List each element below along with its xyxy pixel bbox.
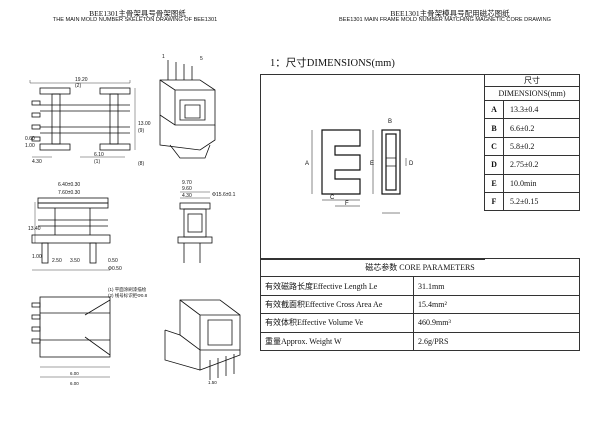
dim-label: (1)	[94, 159, 100, 165]
core-header: 磁芯参数 CORE PARAMETERS	[260, 257, 580, 278]
dim-label: 1.50	[208, 380, 217, 385]
core-param-value: 31.1mm	[413, 276, 580, 296]
dim-label: 1.00	[32, 254, 42, 260]
dim-value: 13.3±0.4	[503, 99, 580, 120]
drawing-label: C	[330, 195, 335, 201]
dim-label: 6.10	[94, 152, 104, 158]
skeleton-end-view: 9.70 9.60 4.30 Φ15.6±0.1	[177, 180, 236, 263]
dim-letter: C	[484, 136, 504, 157]
drawing-label: D	[409, 161, 414, 167]
dim-label: 3.50	[70, 258, 80, 264]
dim-value: 10.0min	[503, 173, 580, 193]
dim-header-cn: 尺寸	[484, 74, 580, 87]
dim-label: (9)	[138, 128, 144, 134]
dim-value: 2.75±0.2	[503, 155, 580, 175]
core-param-name: 重量Approx. Weight W	[260, 331, 414, 351]
dim-label: 13.00	[138, 121, 151, 127]
dim-value: 6.6±0.2	[503, 118, 580, 138]
dim-label: 9.60	[182, 186, 192, 192]
dim-label: 0.60	[25, 136, 35, 142]
section-title: 1：尺寸DIMENSIONS(mm)	[270, 58, 395, 69]
dim-label: 6.00	[70, 371, 79, 376]
core-param-value: 2.6g/PRS	[413, 331, 580, 351]
dim-header-en: DIMENSIONS(mm)	[484, 86, 580, 101]
dim-label: 4.30	[182, 193, 192, 199]
dim-value: 5.2±0.15	[503, 191, 580, 212]
core-param-value: 15.4mm²	[413, 294, 580, 315]
core-param-name: 有效磁路长度Effective Length Le	[260, 276, 414, 296]
dim-letter: B	[484, 118, 504, 138]
dim-label: (1) 平面涂刷漆描绘	[108, 286, 147, 293]
dim-label: 6.00	[70, 381, 79, 386]
dim-label: 13.40	[28, 226, 41, 232]
skeleton-side-view: 6.40±0.30 7.60±0.30 13.40 1.00 2.50 3.50…	[28, 182, 122, 272]
dim-label: 1	[162, 54, 165, 60]
dim-label: 2.50	[52, 258, 62, 264]
dim-label: Φ15.6±0.1	[212, 192, 236, 198]
right-title-en: BEE1301 MAIN FRAME MOLD NUMBER MATCHING …	[339, 17, 551, 23]
core-param-name: 有效截面积Effective Cross Area Ae	[260, 294, 414, 315]
drawing-label: B	[388, 119, 392, 125]
dim-label: 4.30	[32, 159, 42, 165]
dim-label: Φ0.50	[108, 266, 122, 272]
dim-label: 7.60±0.30	[58, 190, 80, 196]
skeleton-bottom-view: (1) 平面涂刷漆描绘 (2) 线号标识拒Φ0.8 6.00 6.00	[31, 286, 148, 386]
dim-value: 5.8±0.2	[503, 136, 580, 157]
dim-letter: D	[484, 155, 504, 175]
dim-label: (2) 线号标识拒Φ0.8	[108, 292, 148, 299]
right-title-cn: BEE1301主骨架模具号配用磁芯图纸	[390, 9, 510, 18]
dim-letter: E	[484, 173, 504, 193]
dim-label: 1.00	[25, 143, 35, 149]
drawing-label: E	[370, 161, 374, 167]
core-drawing: A B C D E F	[305, 119, 414, 214]
dim-letter: F	[484, 191, 504, 212]
dim-label: (8)	[138, 161, 144, 167]
dim-label: 9.70	[182, 180, 192, 186]
left-title-cn: BEE1301主骨架具号骨架图纸	[89, 9, 186, 18]
dim-label: 0.50	[108, 258, 118, 264]
skeleton-iso-view: 1 5	[159, 54, 216, 159]
skeleton-bottom-iso: 1.50	[164, 299, 241, 385]
dim-label: 5	[200, 56, 203, 62]
dim-label: 19.20	[75, 77, 88, 83]
dim-letter: A	[484, 99, 504, 120]
core-param-name: 有效体积Effective Volume Ve	[260, 313, 414, 333]
dim-label: 6.40±0.30	[58, 182, 80, 188]
drawing-label: A	[305, 161, 309, 167]
dim-label: (2)	[75, 83, 81, 89]
skeleton-front-view: 19.20 (2) 0.60 1.00 4.30 6.10 (1) 13.00 …	[25, 77, 151, 167]
drawing-label: F	[345, 201, 349, 207]
left-title-en: THE MAIN MOLD NUMBER SKELETON DRAWING OF…	[52, 17, 218, 23]
core-parameters-table: 磁芯参数 CORE PARAMETERS 有效磁路长度Effective Len…	[260, 257, 580, 351]
core-param-value: 460.9mm³	[413, 313, 580, 333]
